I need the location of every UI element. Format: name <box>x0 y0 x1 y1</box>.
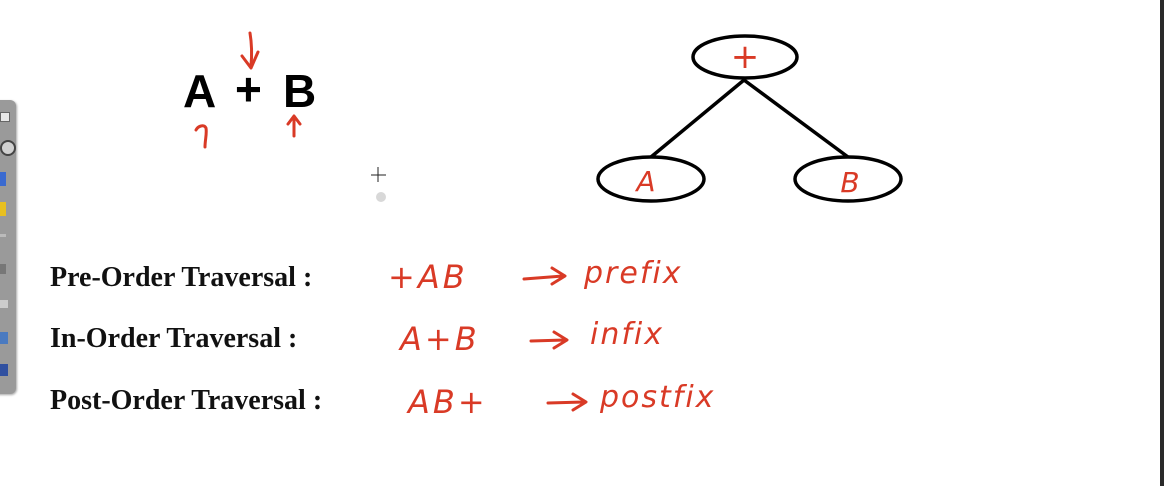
node-left <box>596 155 706 203</box>
arrow-prefix <box>522 266 567 286</box>
arrow-up-to-b <box>286 114 302 138</box>
operand-a: A <box>183 65 217 117</box>
arrow-head-down <box>240 50 260 70</box>
operand-b: B <box>283 65 317 117</box>
eraser-icon[interactable] <box>0 140 16 156</box>
postorder-label: Post-Order Traversal : <box>50 385 323 416</box>
edge-right <box>742 78 850 159</box>
annotation-toolbar[interactable] <box>0 100 16 394</box>
postorder-result: AB+ <box>408 383 488 421</box>
pen-tool-icon[interactable] <box>0 172 6 186</box>
clipboard-icon[interactable] <box>0 332 8 344</box>
page-icon[interactable] <box>0 364 8 376</box>
cursor-dot <box>376 192 386 202</box>
operator-plus: + <box>235 63 262 115</box>
preorder-label: Pre-Order Traversal : <box>50 262 313 293</box>
postfix-word: postfix <box>600 380 716 415</box>
node-root-label: + <box>731 37 760 77</box>
node-left-label: A <box>634 165 655 198</box>
crosshair-cursor-icon <box>371 167 386 182</box>
node-right-label: B <box>840 166 859 199</box>
inorder-result: A+B <box>400 320 480 358</box>
preorder-result: +AB <box>388 258 468 296</box>
infix-word: infix <box>590 317 664 352</box>
node-root <box>691 34 799 80</box>
arrow-postfix <box>546 392 588 412</box>
node-right <box>793 155 903 203</box>
pencil-icon[interactable] <box>0 264 6 274</box>
menu-icon[interactable] <box>0 300 8 308</box>
arrow-down-to-plus <box>248 31 254 68</box>
inorder-label: In-Order Traversal : <box>50 323 298 354</box>
pointer-under-a <box>194 124 208 149</box>
arrow-infix <box>529 330 569 350</box>
prefix-word: prefix <box>584 256 683 291</box>
edge-left <box>649 78 746 159</box>
line-tool-icon[interactable] <box>0 234 6 237</box>
select-tool-icon[interactable] <box>0 112 10 122</box>
window-edge <box>1160 0 1164 486</box>
highlighter-icon[interactable] <box>0 202 6 216</box>
